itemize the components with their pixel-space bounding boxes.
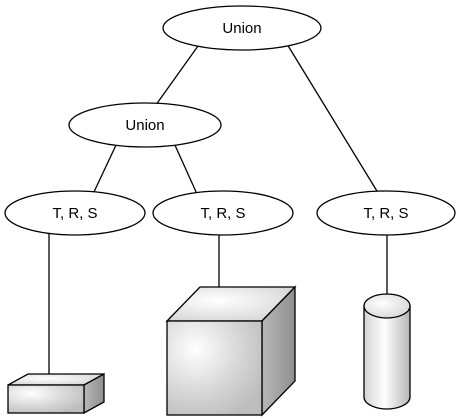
cylinder-shape xyxy=(363,293,411,410)
transform-node-1-label: T, R, S xyxy=(52,205,97,222)
edges xyxy=(48,43,388,377)
union-node-child-shape xyxy=(68,102,222,148)
edge-union-trs2 xyxy=(173,142,198,195)
transform-node-3-shape xyxy=(316,190,456,236)
edge-root-union xyxy=(152,45,199,110)
union-node-root-shape xyxy=(162,5,322,51)
cylinder-top xyxy=(363,293,411,319)
transform-node-2: T, R, S xyxy=(152,190,294,236)
transform-node-2-label: T, R, S xyxy=(200,205,245,222)
large-cube-shape xyxy=(165,285,297,417)
transform-node-1-shape xyxy=(4,190,146,236)
transform-node-3-label: T, R, S xyxy=(363,205,408,222)
union-node-root-label: Union xyxy=(222,20,261,37)
union-node-root: Union xyxy=(162,5,322,51)
cylinder-body xyxy=(363,305,411,410)
union-node-child: Union xyxy=(68,102,222,148)
transform-node-2-shape xyxy=(152,190,294,236)
transform-node-1: T, R, S xyxy=(4,190,146,236)
small-box-front xyxy=(7,384,85,414)
edge-root-trs3 xyxy=(286,43,381,197)
large-cube-front xyxy=(166,320,263,416)
small-box-shape xyxy=(7,372,105,415)
union-node-child-label: Union xyxy=(125,117,164,134)
transform-node-3: T, R, S xyxy=(316,190,456,236)
edge-union-trs1 xyxy=(92,142,118,195)
